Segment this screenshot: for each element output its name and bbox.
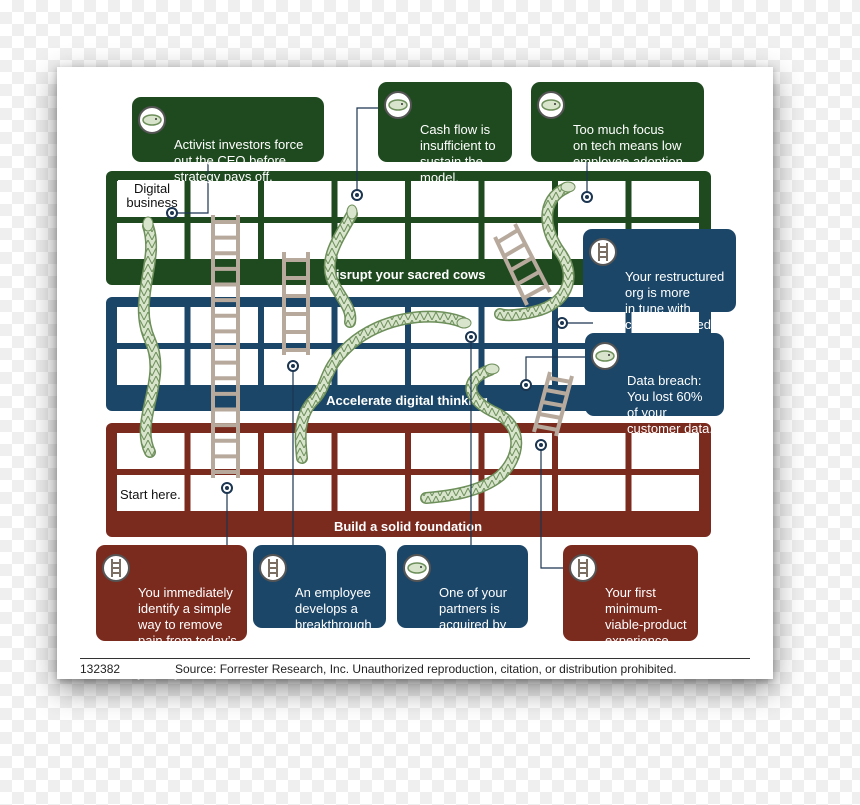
band-middle-label: Accelerate digital thinking [326, 393, 488, 408]
board-cell [631, 181, 699, 217]
snake-icon [384, 91, 412, 119]
snake-top-middle [323, 204, 358, 328]
connector-marker-dot [539, 443, 543, 447]
ladder-icon [259, 554, 287, 582]
ladder-icon [102, 554, 130, 582]
connector-marker-dot [560, 321, 564, 325]
board-cell [631, 433, 699, 469]
ladder-bottom-to-top [211, 215, 240, 478]
figure-id: 132382 [80, 662, 121, 676]
board-cell [558, 475, 626, 511]
snake-icon [403, 554, 431, 582]
snake-top-right [494, 181, 576, 322]
callout-viral: Your first minimum- viable-product exper… [563, 545, 698, 664]
start-label: Start here. [120, 487, 181, 502]
callout-simpleway-text: You immediately identify a simple way to… [138, 585, 237, 680]
board-cell [337, 475, 405, 511]
callout-cashflow-text: Cash flow is insufficient to sustain the… [420, 122, 496, 185]
callout-breakthrough: An employee develops a breakthrough idea… [253, 545, 386, 648]
callout-partner: One of your partners is acquired by a co… [397, 545, 528, 648]
band-bottom: Build a solid foundation [106, 423, 711, 537]
board-cell [190, 181, 258, 217]
ladder-icon [569, 554, 597, 582]
snake-icon [537, 91, 565, 119]
ladder-middle-to-top [282, 252, 310, 355]
board-cell [558, 433, 626, 469]
board-cell [484, 181, 552, 217]
snake-middle-wavy [294, 310, 472, 464]
connector-lines [172, 107, 593, 569]
board-cell [411, 223, 479, 259]
connector-marker-dot [585, 195, 589, 199]
board-cell [411, 181, 479, 217]
snake-icon [138, 106, 166, 134]
board-cell [117, 475, 185, 511]
callout-activist-text: Activist investors force out the CEO bef… [174, 137, 304, 184]
ladder-icon [589, 238, 617, 266]
callout-databreach-text: Data breach: You lost 60% of your custom… [627, 373, 713, 436]
board-cell [264, 475, 332, 511]
connector-markers [166, 189, 593, 494]
callout-techfocus-text: Too much focus on tech means low employe… [573, 122, 687, 169]
snake-icon [591, 342, 619, 370]
band-bottom-label: Build a solid foundation [334, 519, 482, 534]
snake-left-long [137, 216, 162, 458]
connector-marker-dot [524, 383, 528, 387]
callout-breakthrough-text: An employee develops a breakthrough idea… [295, 585, 372, 648]
footer-divider [80, 658, 750, 659]
connector-marker-dot [225, 486, 229, 490]
callout-restructured: Your restructured org is more in tune wi… [583, 229, 736, 332]
callout-activist: Activist investors force out the CEO bef… [132, 97, 324, 184]
goal-label-line2: business [126, 195, 178, 210]
band-top-label: Disrupt your sacred cows [327, 267, 486, 282]
connector-marker-dot [355, 193, 359, 197]
board-cell [190, 433, 258, 469]
callout-techfocus: Too much focus on tech means low employe… [531, 82, 704, 169]
callout-cashflow: Cash flow is insufficient to sustain the… [378, 82, 512, 185]
board-cell [411, 433, 479, 469]
ladder-bottom-right [532, 371, 574, 437]
source-note: Source: Forrester Research, Inc. Unautho… [175, 662, 677, 676]
ladder-middle-right [493, 223, 552, 306]
board-cell [337, 349, 405, 385]
board-cell [631, 475, 699, 511]
connector-marker-dot [170, 211, 174, 215]
board-cell [264, 181, 332, 217]
callout-viral-text: Your first minimum- viable-product exper… [605, 585, 687, 664]
connector-marker-dot [291, 364, 295, 368]
connector-marker-dot [469, 335, 473, 339]
callout-databreach: Data breach: You lost 60% of your custom… [585, 333, 724, 436]
callout-simpleway: You immediately identify a simple way to… [96, 545, 247, 680]
board-cell [411, 349, 479, 385]
callout-partner-text: One of your partners is acquired by a co… [439, 585, 514, 648]
goal-label-line1: Digital [134, 181, 170, 196]
callout-restructured-text: Your restructured org is more in tune wi… [625, 269, 725, 332]
board-cell [264, 223, 332, 259]
board-cell [190, 307, 258, 343]
board-cell [337, 433, 405, 469]
